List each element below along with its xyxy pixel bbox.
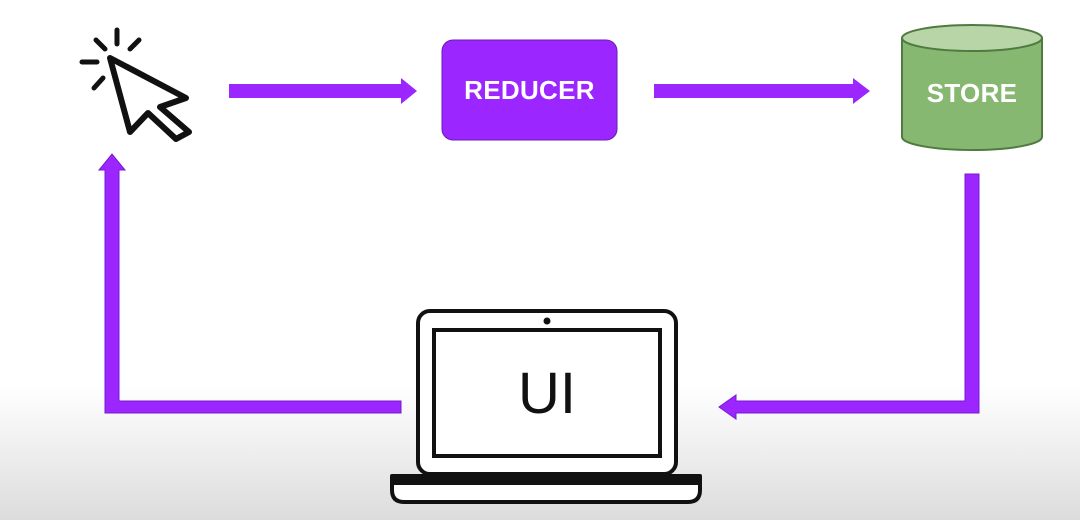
arrow-ui-to-action bbox=[97, 153, 402, 414]
laptop-icon bbox=[390, 309, 702, 504]
arrow-reducer-to-store bbox=[654, 78, 870, 104]
reducer-node bbox=[441, 39, 618, 141]
arrow-action-to-reducer bbox=[229, 78, 417, 104]
arrow-store-to-ui bbox=[718, 173, 980, 420]
reducer-label: REDUCER bbox=[464, 74, 595, 105]
ui-label: UI bbox=[518, 360, 576, 426]
store-label: STORE bbox=[926, 77, 1018, 108]
cursor-click-icon bbox=[79, 27, 192, 142]
store-node bbox=[901, 24, 1043, 151]
